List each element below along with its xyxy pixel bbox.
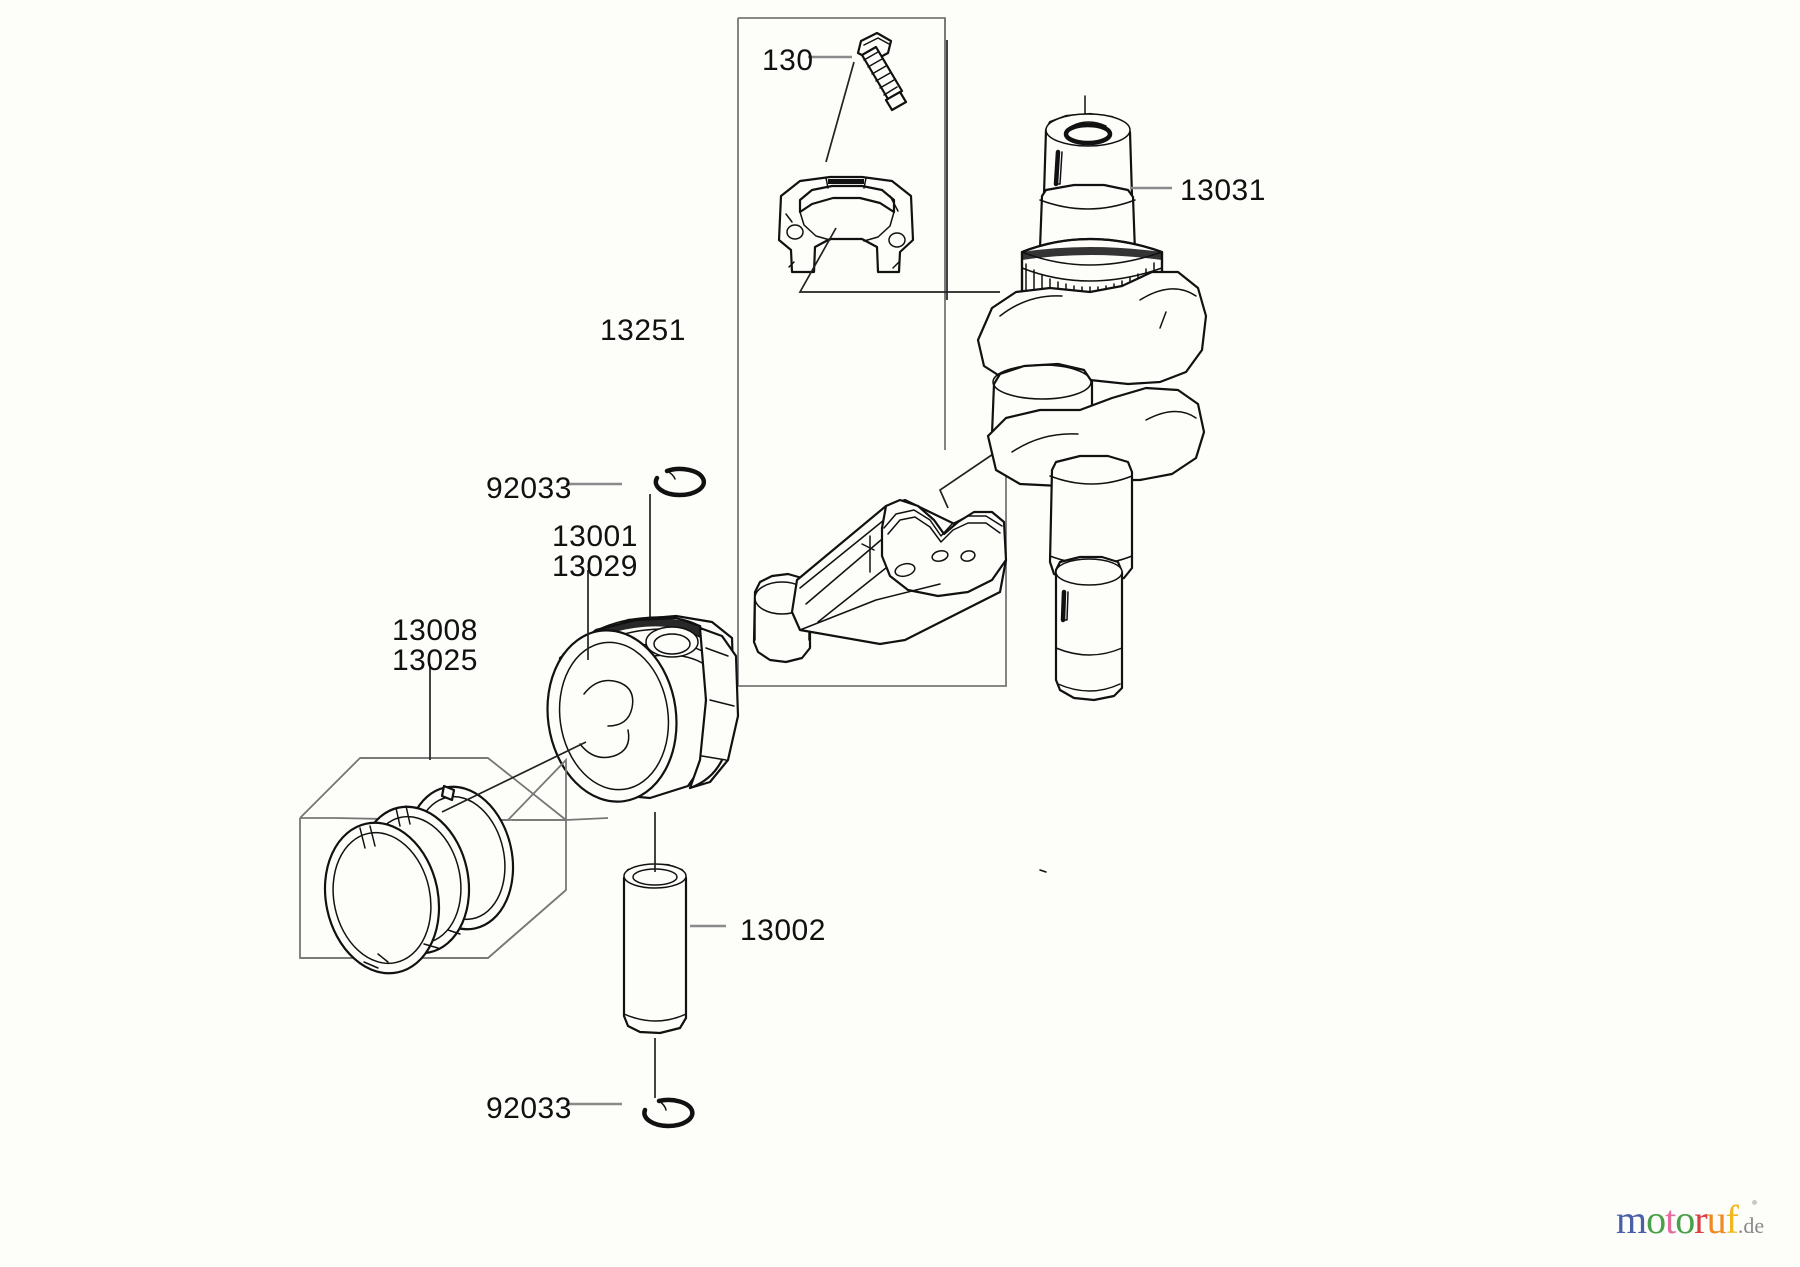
leader-130-tail [825,61,855,163]
watermark-dot-icon [1752,1200,1757,1205]
callout-92033-bottom: 92033 [486,1092,572,1125]
callout-130: 130 [762,44,814,77]
callout-13025: 13025 [392,644,478,677]
stray-tick-1 [1039,869,1047,873]
connecting-rod-art [752,498,1008,664]
callout-13008: 13008 [392,614,478,647]
callout-13001: 13001 [552,520,638,553]
piston-art [546,614,740,803]
callout-92033-top: 92033 [486,472,572,505]
leader-conrod-to-crank [938,447,1003,509]
bearing-cap-art [777,175,915,274]
leader-rings-to-piston [441,741,587,813]
leader-13251-cap [798,227,1000,293]
callout-13029: 13029 [552,550,638,583]
group-box-13251 [737,17,1007,687]
snap-ring-bottom-art [642,1097,695,1129]
snap-ring-top-art [653,466,707,498]
watermark-letter-o1: o [1646,1197,1666,1242]
watermark-letter-r: r [1694,1197,1707,1242]
watermark-letter-f: f [1725,1197,1739,1242]
callout-13002: 13002 [740,914,826,947]
callout-13031: 13031 [1180,174,1266,207]
watermark-letter-m: m [1616,1197,1647,1242]
watermark-letter-o2: o [1675,1197,1695,1242]
watermark-letter-u: u [1706,1197,1727,1242]
flange-bolt-art [856,31,908,112]
callout-13251: 13251 [600,314,686,347]
watermark-letter-t: t [1665,1197,1676,1242]
piston-rings-art [323,784,515,975]
watermark-motoruf: motoruf.de [1616,1196,1764,1243]
watermark-suffix: .de [1737,1213,1765,1238]
crankshaft-art [976,95,1208,702]
piston-pin-art [622,863,688,1035]
